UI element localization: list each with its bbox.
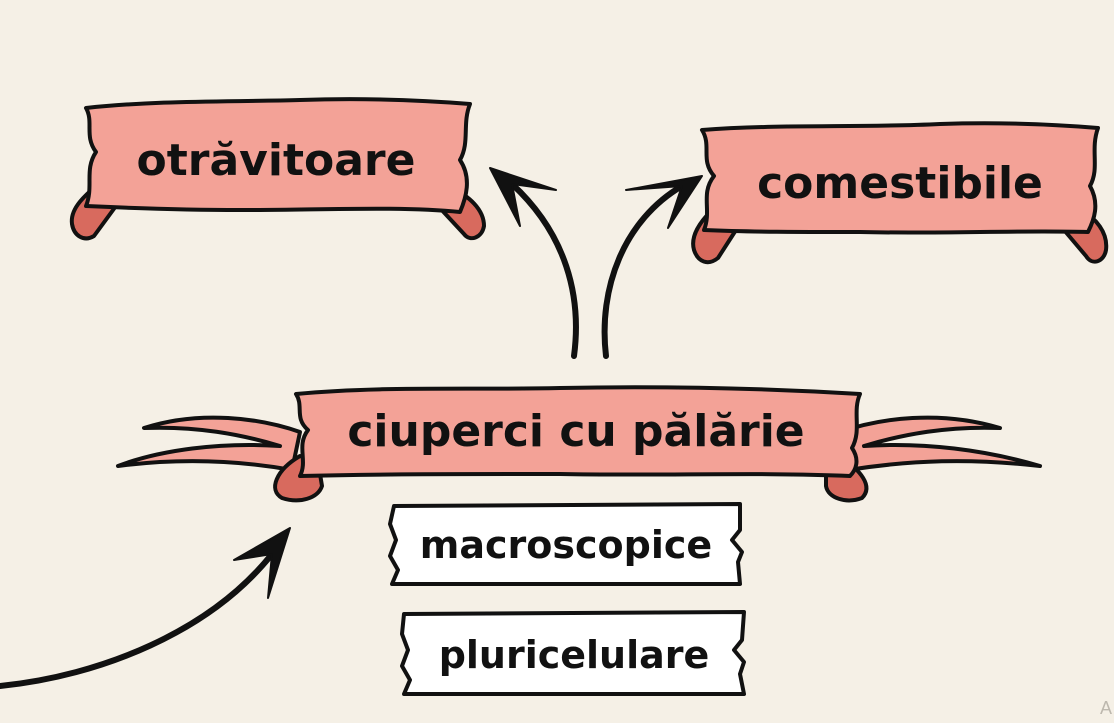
arrow-to-edible	[601, 175, 703, 359]
feature-box-macroscopic: macroscopice	[388, 502, 744, 586]
arrow-to-poisonous	[489, 167, 579, 359]
feature-box-multicellular: pluricelulare	[400, 610, 746, 696]
label-poisonous: otrăvitoare	[137, 135, 416, 186]
label-multicellular: pluricelulare	[439, 633, 710, 677]
label-macroscopic: macroscopice	[420, 523, 712, 567]
banner-center: ciuperci cu pălărie	[116, 385, 1042, 503]
banner-edible: comestibile	[691, 121, 1109, 265]
label-center: ciuperci cu pălărie	[347, 406, 804, 457]
corner-mark: A	[1099, 698, 1112, 718]
arrow-incoming	[0, 527, 291, 689]
label-edible: comestibile	[757, 158, 1043, 209]
banner-poisonous: otrăvitoare	[69, 97, 486, 241]
